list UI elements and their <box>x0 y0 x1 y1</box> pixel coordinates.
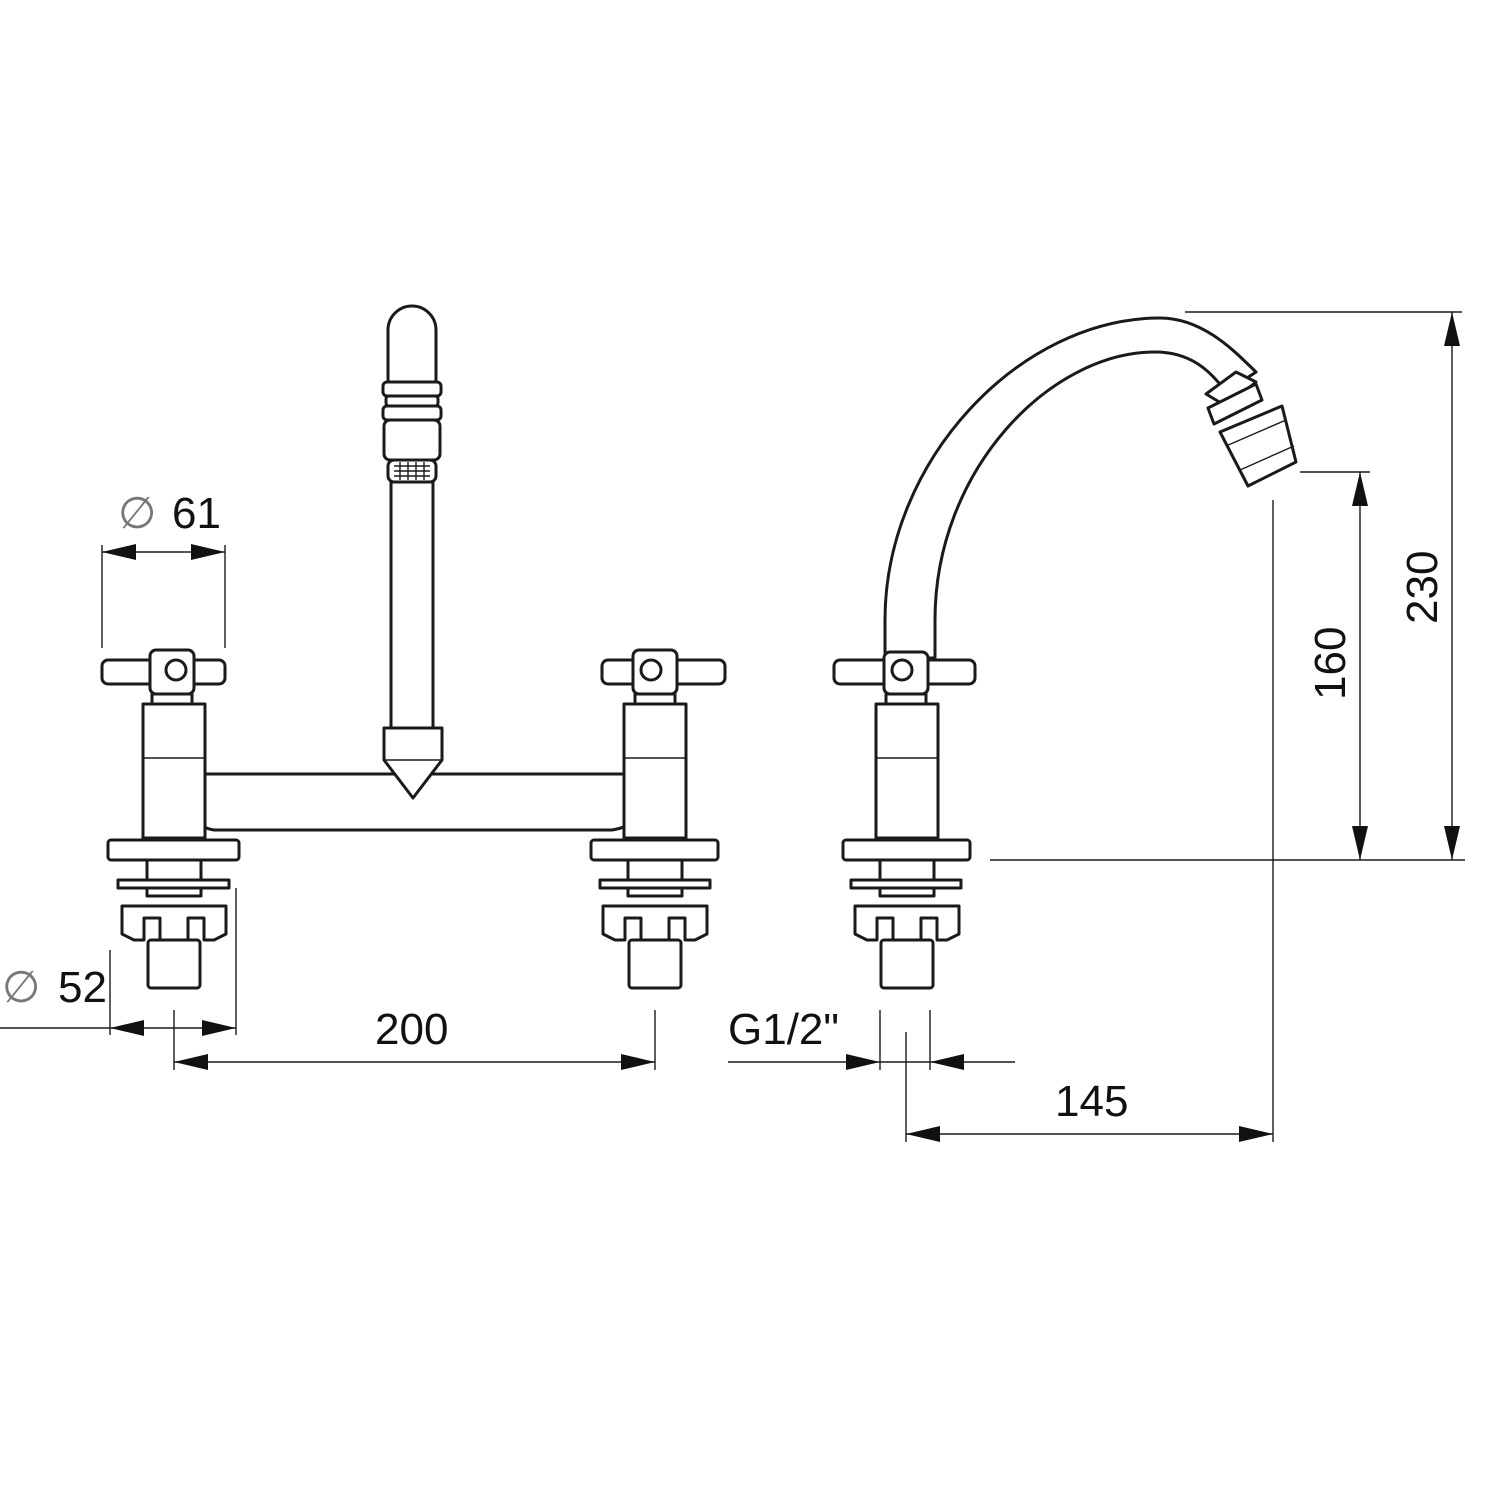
base-diameter-value: 52 <box>58 963 107 1012</box>
thread-value: G1/2" <box>728 1005 839 1054</box>
dimension-outlet-height: 160 <box>1300 471 1370 860</box>
middle-valve <box>589 648 727 990</box>
right-valve <box>832 650 977 990</box>
outlet-height-value: 160 <box>1306 627 1355 700</box>
handle-diameter-value: 61 <box>172 489 221 538</box>
bridge-spout <box>381 304 443 730</box>
spout-reach-value: 145 <box>1055 1077 1128 1126</box>
total-height-value: 230 <box>1398 551 1447 624</box>
bridge-faucet <box>100 304 727 990</box>
center-distance-value: 200 <box>375 1005 448 1054</box>
dimension-handle-diameter: ∅ 61 <box>101 489 226 648</box>
swan-neck-faucet <box>832 316 1298 990</box>
dimension-thread: G1/2" <box>728 1005 1015 1070</box>
swan-neck-spout <box>883 316 1298 660</box>
left-valve <box>100 648 241 990</box>
base-diameter-symbol: ∅ <box>2 963 40 1012</box>
dimension-total-height: 230 <box>1185 311 1462 860</box>
handle-diameter-symbol: ∅ <box>118 489 156 538</box>
dimension-center-distance: 200 <box>173 1005 656 1070</box>
dimension-spout-reach: 145 <box>905 500 1274 1142</box>
bridge-body <box>188 726 642 832</box>
dimension-base-diameter: ∅ 52 <box>0 888 237 1036</box>
